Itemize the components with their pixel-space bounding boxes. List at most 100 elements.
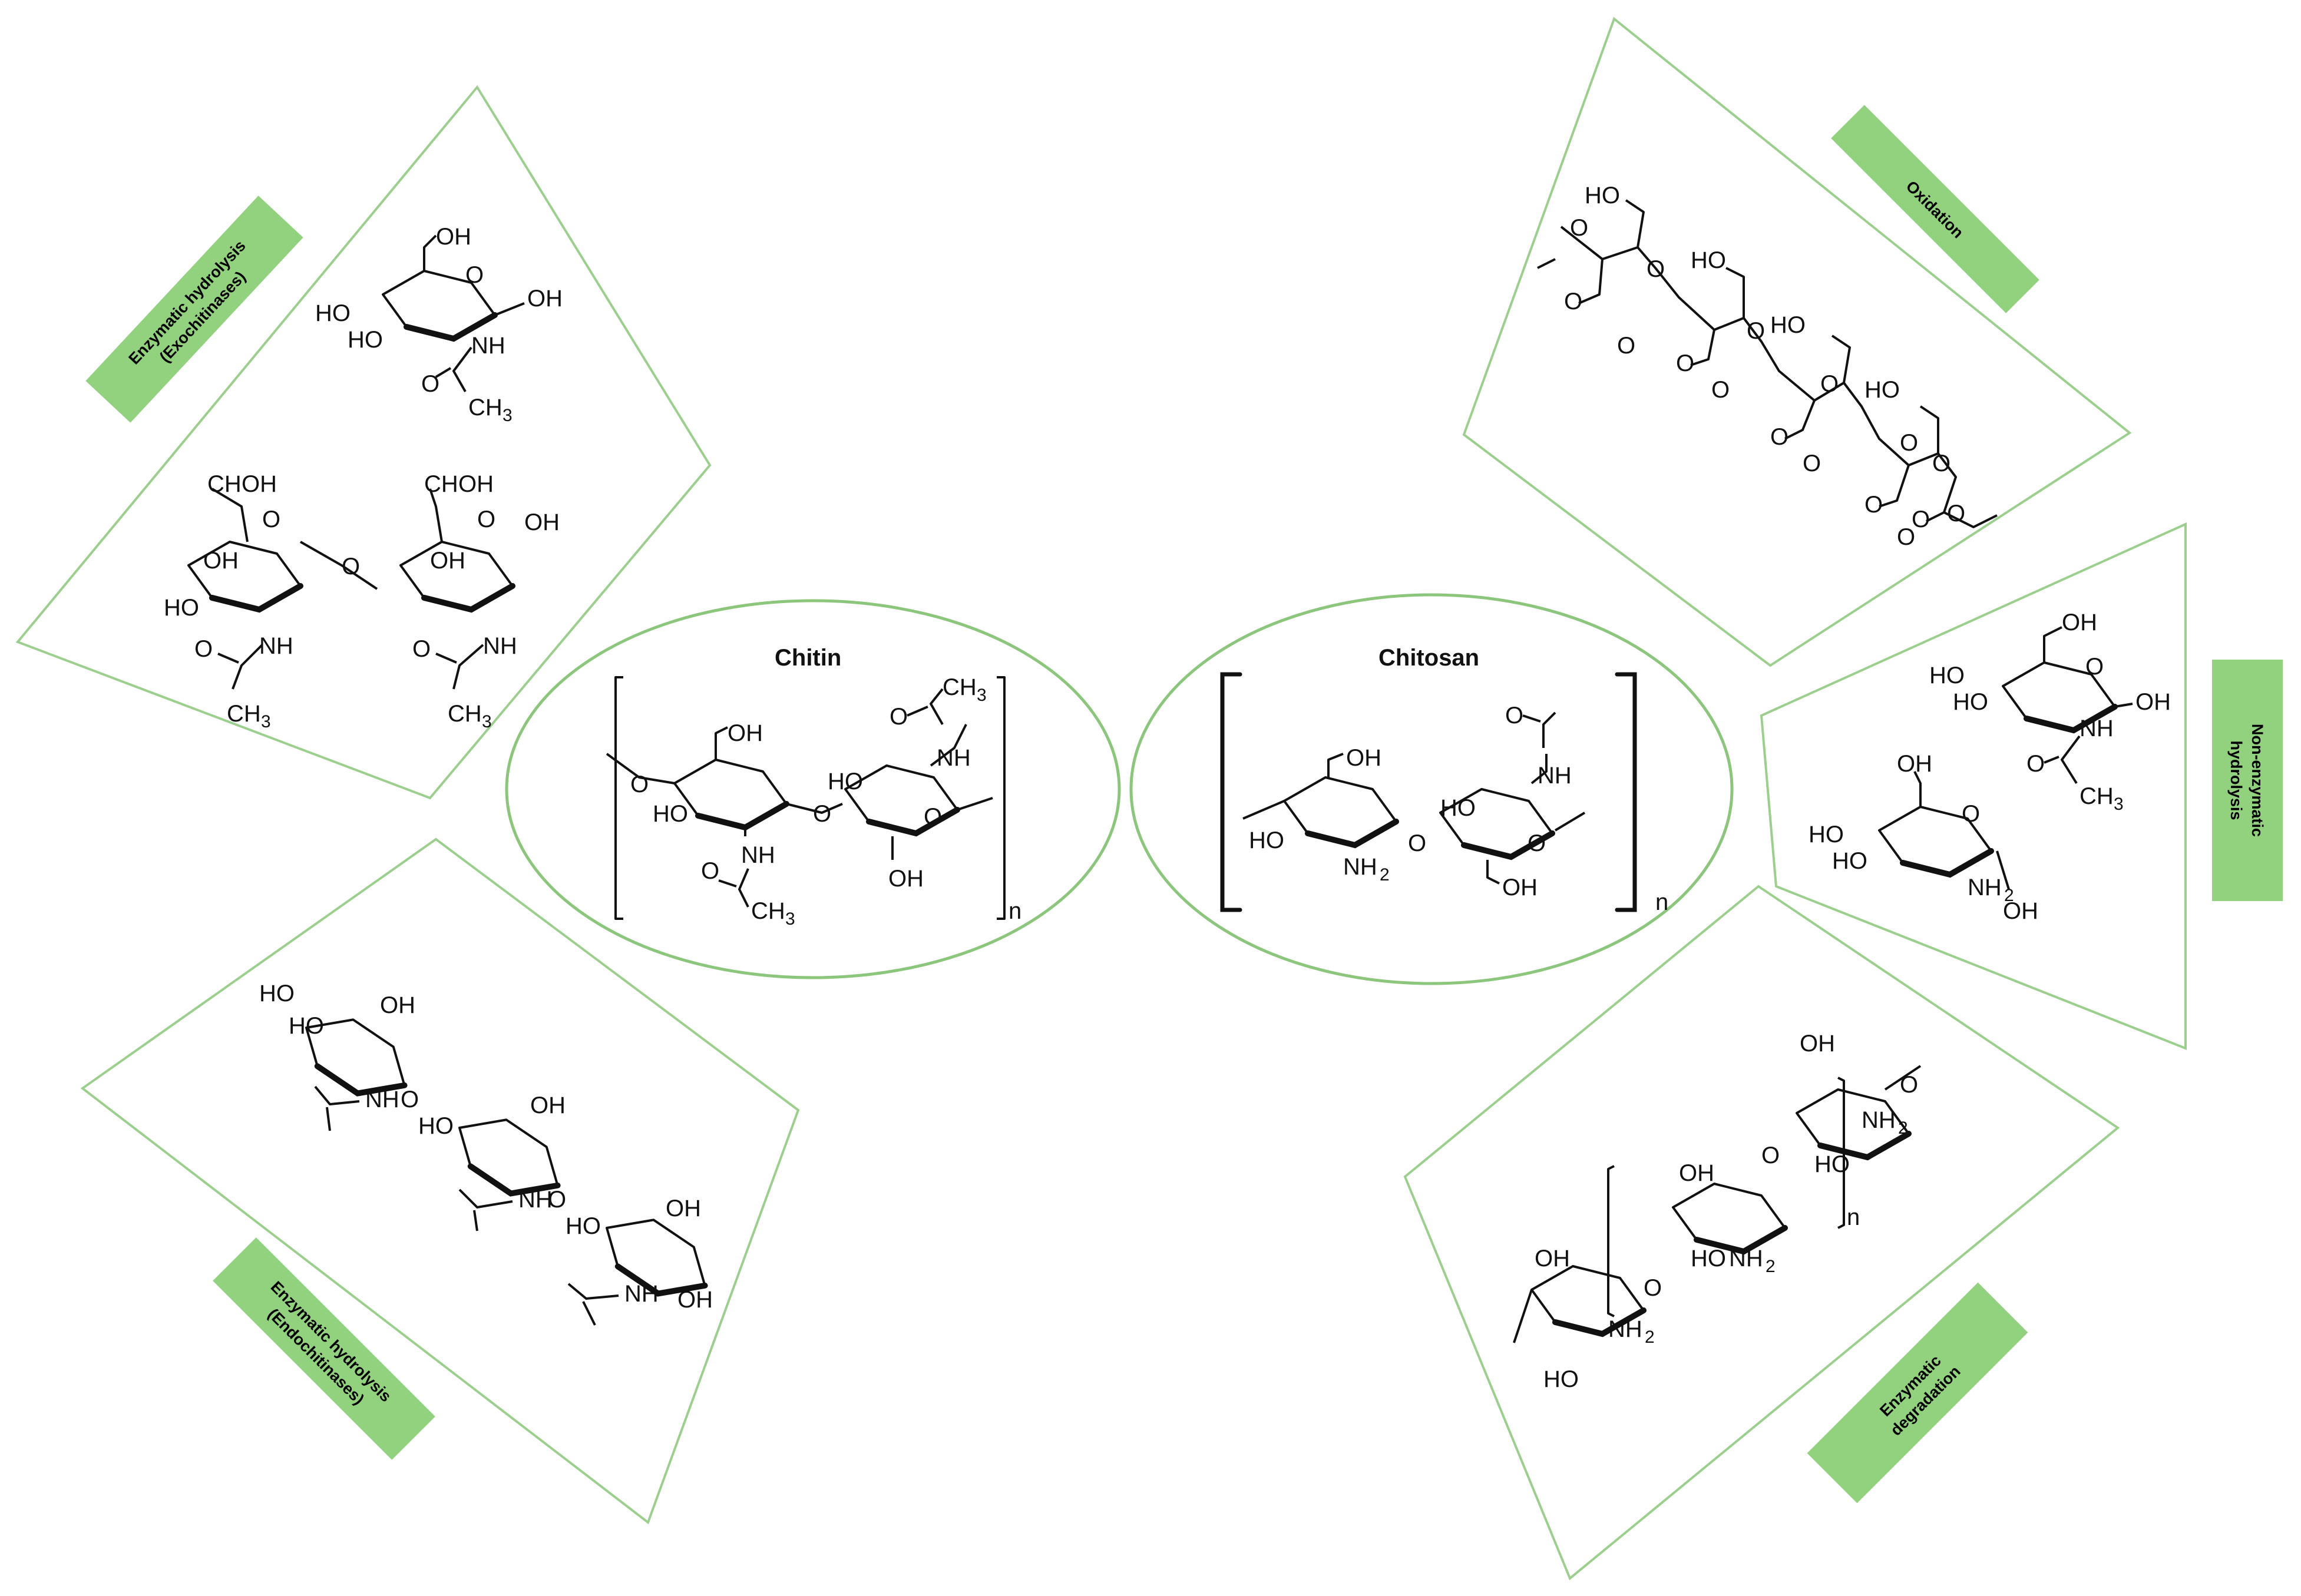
- chitin-title: Chitin: [775, 645, 841, 671]
- svg-text:O: O: [924, 804, 942, 830]
- svg-text:OH: OH: [1346, 745, 1381, 771]
- svg-text:2: 2: [1898, 1118, 1908, 1138]
- label-exochitinases: Enzymatic hydrolysis (Exochitinases): [85, 196, 303, 423]
- svg-text:HO: HO: [315, 300, 351, 326]
- frame-endochitinases: [80, 837, 800, 1525]
- svg-text:O: O: [813, 801, 831, 827]
- svg-text:OH: OH: [677, 1287, 713, 1313]
- svg-text:3: 3: [261, 712, 271, 731]
- svg-text:O: O: [412, 636, 431, 662]
- svg-text:HO: HO: [1814, 1151, 1850, 1177]
- svg-text:3: 3: [977, 686, 987, 705]
- svg-text:OH: OH: [2062, 610, 2097, 635]
- svg-text:O: O: [421, 371, 439, 397]
- svg-text:HO: HO: [1953, 689, 1988, 715]
- svg-text:OH: OH: [242, 471, 277, 497]
- svg-text:HO: HO: [289, 1013, 324, 1039]
- svg-text:O: O: [1864, 492, 1883, 518]
- svg-text:O: O: [1900, 1072, 1918, 1098]
- svg-text:NH: NH: [2080, 716, 2114, 741]
- svg-text:NH: NH: [741, 842, 775, 868]
- svg-text:O: O: [2085, 654, 2104, 680]
- svg-text:O: O: [1528, 830, 1546, 856]
- label-nonenzymatic: Non-enzymatic hydrolysis: [2212, 660, 2283, 901]
- svg-text:NH: NH: [1862, 1107, 1896, 1133]
- svg-text:O: O: [1900, 430, 1918, 456]
- svg-text:O: O: [342, 554, 360, 580]
- svg-text:O: O: [1897, 524, 1915, 550]
- chitosan-structure: Chitosan n HO OH NH 2 O HO NH O OH O: [1220, 645, 1668, 915]
- svg-text:OH: OH: [458, 471, 494, 497]
- svg-text:n: n: [1847, 1204, 1860, 1230]
- frame-oxidation: [1462, 16, 2132, 667]
- svg-text:NH: NH: [1538, 763, 1572, 789]
- svg-text:OH: OH: [728, 720, 763, 746]
- svg-text:hydrolysis: hydrolysis: [2227, 740, 2245, 820]
- svg-text:O: O: [1912, 506, 1930, 532]
- svg-text:OH: OH: [430, 548, 465, 574]
- svg-text:NH: NH: [937, 745, 971, 771]
- svg-text:HO: HO: [1543, 1366, 1579, 1392]
- svg-text:NH: NH: [483, 633, 517, 659]
- svg-text:OH: OH: [1897, 751, 1932, 777]
- svg-text:OH: OH: [1535, 1246, 1570, 1271]
- svg-text:O: O: [1947, 501, 1965, 527]
- svg-text:OH: OH: [1800, 1031, 1835, 1057]
- chitin-n: n: [1009, 898, 1021, 924]
- svg-text:HO: HO: [1249, 827, 1284, 853]
- svg-text:O: O: [1761, 1143, 1780, 1168]
- svg-text:O: O: [1505, 703, 1523, 729]
- chitin-structure: Chitin n O HO OH NH O CH 3 O HO NH O CH …: [606, 645, 1021, 929]
- svg-text:O: O: [548, 1187, 566, 1213]
- label-degradation: Enzymatic degradation: [1807, 1282, 2028, 1504]
- exochitinase-products: HO HO OH O OH NH O CH 3 CH OH O OH HO NH…: [164, 224, 563, 731]
- frame-exochitinases: [15, 85, 712, 800]
- svg-text:NH: NH: [1968, 875, 2002, 900]
- svg-text:HO: HO: [1832, 848, 1867, 874]
- svg-text:O: O: [1676, 350, 1694, 376]
- nonenzymatic-products: HO HO OH O OH NH O CH 3 HO HO OH O NH 2 …: [1809, 610, 2171, 924]
- svg-text:HO: HO: [1585, 183, 1620, 208]
- svg-text:O: O: [1644, 1275, 1662, 1301]
- svg-text:CH: CH: [943, 674, 977, 700]
- chitin-ellipse: [505, 599, 1121, 979]
- label-endochitinases: Enzymatic hydrolysis (Endochitinases): [213, 1237, 435, 1460]
- chitosan-title: Chitosan: [1378, 645, 1479, 671]
- svg-text:O: O: [1570, 215, 1588, 241]
- svg-text:HO: HO: [1440, 795, 1476, 821]
- svg-text:O: O: [1408, 830, 1426, 856]
- svg-text:NH: NH: [1343, 854, 1377, 880]
- svg-text:OH: OH: [666, 1196, 701, 1221]
- svg-text:CH: CH: [448, 701, 482, 727]
- svg-text:CH: CH: [424, 471, 458, 497]
- svg-text:CH: CH: [227, 701, 261, 727]
- svg-text:O: O: [465, 262, 484, 288]
- svg-text:OH: OH: [1502, 875, 1538, 900]
- svg-text:O: O: [630, 771, 649, 797]
- svg-text:2: 2: [1645, 1327, 1655, 1347]
- svg-text:3: 3: [482, 712, 492, 731]
- svg-text:O: O: [2026, 751, 2045, 777]
- svg-text:Non-enzymatic: Non-enzymatic: [2249, 724, 2266, 837]
- svg-text:O: O: [401, 1087, 419, 1112]
- svg-text:2: 2: [1380, 865, 1390, 885]
- svg-text:NH: NH: [1729, 1246, 1763, 1271]
- svg-text:CH: CH: [2080, 783, 2114, 809]
- svg-text:O: O: [1564, 289, 1582, 314]
- svg-text:NH: NH: [624, 1281, 659, 1307]
- svg-text:O: O: [1962, 801, 1980, 827]
- svg-text:O: O: [1770, 424, 1788, 450]
- svg-text:O: O: [1711, 377, 1730, 403]
- svg-text:HO: HO: [1929, 663, 1965, 688]
- svg-text:OH: OH: [527, 286, 563, 312]
- svg-text:HO: HO: [164, 595, 199, 621]
- svg-text:NH: NH: [518, 1187, 553, 1213]
- svg-text:HO: HO: [1691, 1246, 1726, 1271]
- svg-text:O: O: [1747, 318, 1765, 344]
- svg-text:O: O: [1647, 256, 1665, 282]
- svg-text:OH: OH: [203, 548, 239, 574]
- svg-text:NH: NH: [1608, 1316, 1642, 1342]
- svg-text:HO: HO: [1809, 822, 1844, 847]
- chitosan-ellipse: [1129, 593, 1734, 985]
